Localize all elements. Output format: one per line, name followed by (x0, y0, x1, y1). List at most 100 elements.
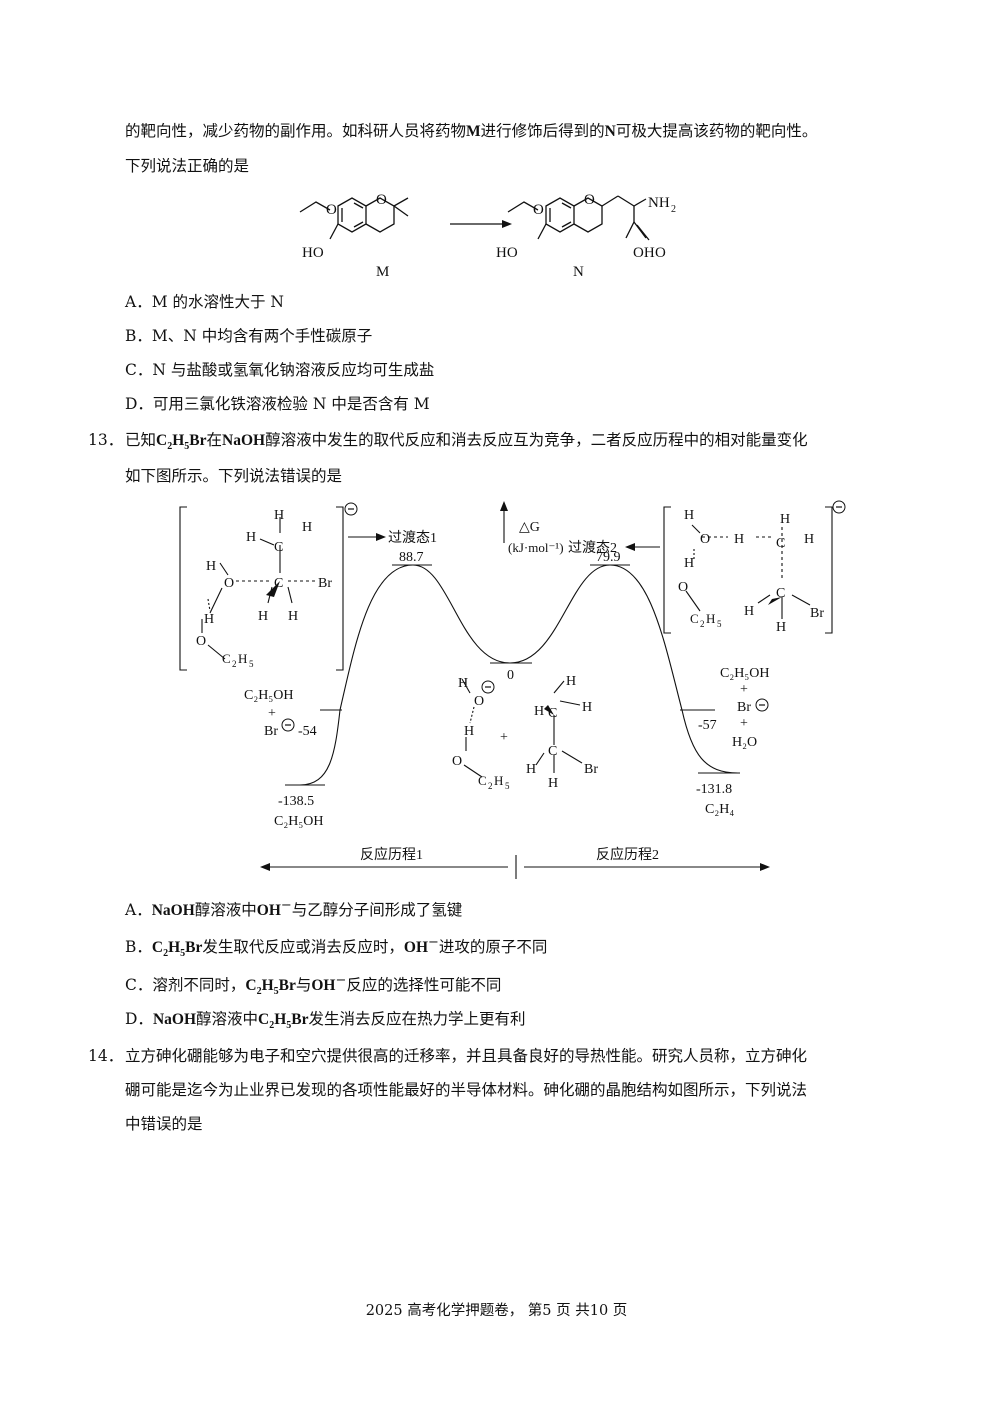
svg-text:H: H (302, 520, 312, 535)
svg-text:C: C (478, 773, 487, 788)
svg-text:C: C (776, 536, 785, 551)
svg-text:H: H (204, 612, 214, 627)
svg-text:5: 5 (717, 619, 722, 629)
svg-text:O: O (224, 576, 234, 591)
svg-text:5: 5 (505, 781, 510, 791)
svg-text:5: 5 (249, 659, 254, 669)
svg-text:H: H (566, 674, 576, 689)
svg-text:H: H (780, 512, 790, 527)
svg-text:C₂H₅OH: C₂H₅OH (244, 688, 293, 703)
svg-text:H: H (534, 704, 544, 719)
svg-text:O: O (700, 532, 710, 547)
svg-text:+: + (500, 730, 508, 745)
svg-text:Br: Br (264, 724, 278, 739)
svg-text:O: O (452, 754, 462, 769)
svg-text:C: C (690, 611, 699, 626)
ts1-value: 88.7 (399, 550, 424, 565)
right-mid-value: -57 (698, 718, 717, 733)
svg-text:H: H (804, 532, 814, 547)
svg-text:O: O (655, 245, 666, 261)
q13-option-c: C．溶剂不同时，C2H5Br与OH−反应的选择性可能不同 (125, 973, 502, 998)
right-product: C₂H₄ (705, 802, 734, 817)
left-low-value: -138.5 (278, 794, 314, 809)
path1-label: 反应历程1 (360, 846, 423, 863)
q14-number: 14． (88, 1047, 124, 1065)
svg-text:H: H (582, 700, 592, 715)
left-mid-value: -54 (298, 724, 317, 739)
energy-profile-diagram: 过渡态1 88.7 过渡态2 79.9 △G (kJ·mol⁻¹) 0 -54 … (179, 500, 846, 879)
svg-text:C: C (548, 706, 557, 721)
zero-label: 0 (507, 668, 514, 683)
svg-text:+: + (268, 706, 276, 721)
svg-text:Br: Br (737, 700, 751, 715)
svg-text:+: + (740, 682, 748, 697)
svg-text:C: C (274, 540, 283, 555)
svg-text:H: H (464, 724, 474, 739)
svg-text:H: H (684, 556, 694, 571)
svg-text:H: H (494, 773, 503, 788)
svg-text:C: C (222, 651, 231, 666)
svg-text:H: H (734, 532, 744, 547)
dg-label: △G (519, 520, 540, 535)
svg-text:H: H (458, 676, 468, 691)
svg-text:Br: Br (584, 762, 598, 777)
svg-text:H: H (258, 609, 268, 624)
q12-intro-line1: 的靶向性，减少药物的副作用。如科研人员将药物M进行修饰后得到的N可极大提高该药物… (125, 122, 818, 140)
svg-text:H: H (238, 651, 247, 666)
svg-text:H: H (274, 508, 284, 523)
svg-text:O: O (533, 202, 544, 218)
svg-text:H: H (776, 620, 786, 635)
q13-number: 13． (88, 431, 124, 449)
unit-label: (kJ·mol⁻¹) (508, 540, 564, 555)
svg-text:H: H (206, 559, 216, 574)
svg-text:NH: NH (648, 195, 670, 211)
q12-option-a: A．M 的水溶性大于 N (125, 293, 284, 311)
svg-text:O: O (326, 202, 337, 218)
label-N: N (573, 264, 584, 280)
svg-text:2: 2 (232, 659, 237, 669)
svg-text:H: H (548, 776, 558, 791)
svg-text:C: C (548, 744, 557, 759)
q12-intro-line2: 下列说法正确的是 (125, 157, 250, 175)
svg-text:+: + (740, 716, 748, 731)
q12-option-b: B．M、N 中均含有两个手性碳原子 (125, 327, 373, 345)
svg-text:O: O (584, 192, 595, 208)
q14-line3: 中错误的是 (125, 1115, 203, 1133)
left-product: C₂H₅OH (274, 814, 323, 829)
c2h5br-formula: C2H5Br (156, 432, 207, 453)
ts2-value: 79.9 (596, 550, 621, 565)
svg-text:Br: Br (810, 606, 824, 621)
q13-option-a: A．NaOH醇溶液中OH−与乙醇分子间形成了氢键 (125, 898, 463, 920)
q12-option-d: D．可用三氯化铁溶液检验 N 中是否含有 M (125, 395, 430, 413)
svg-text:C: C (776, 586, 785, 601)
ts1-label: 过渡态1 (388, 530, 437, 546)
svg-text:2: 2 (488, 781, 493, 791)
svg-text:O: O (678, 580, 688, 595)
q13-line1: 已知C2H5Br在NaOH醇溶液中发生的取代反应和消去反应互为竞争，二者反应历程… (125, 431, 808, 453)
q14-line2: 硼可能是迄今为止业界已发现的各项性能最好的半导体材料。砷化硼的晶胞结构如图所示，… (125, 1081, 808, 1099)
label-M: M (376, 264, 389, 280)
svg-text:H: H (526, 762, 536, 777)
q12-structure-diagram: O HO O M O HO O N NH 2 OH O (299, 192, 676, 280)
svg-text:O: O (474, 694, 484, 709)
svg-text:H: H (288, 609, 298, 624)
svg-text:O: O (376, 192, 387, 208)
page-footer: 2025 高考化学押题卷， 第5 页 共10 页 (365, 1303, 628, 1319)
svg-text:H: H (744, 604, 754, 619)
svg-text:Br: Br (318, 576, 332, 591)
q13-option-b: B．C2H5Br发生取代反应或消去反应时，OH−进攻的原子不同 (125, 935, 548, 960)
svg-text:HO: HO (496, 245, 518, 261)
q12-option-c: C．N 与盐酸或氢氧化钠溶液反应均可生成盐 (125, 361, 435, 379)
right-low-value: -131.8 (696, 782, 732, 797)
svg-text:H: H (246, 530, 256, 545)
q14-line1: 立方砷化硼能够为电子和空穴提供很高的迁移率，并且具备良好的导热性能。研究人员称，… (125, 1047, 808, 1065)
q13-option-d: D．NaOH醇溶液中C2H5Br发生消去反应在热力学上更有利 (125, 1010, 526, 1032)
svg-text:O: O (196, 634, 206, 649)
svg-text:HO: HO (302, 245, 324, 261)
svg-text:OH: OH (633, 245, 655, 261)
svg-text:C: C (274, 576, 283, 591)
svg-text:2: 2 (700, 619, 705, 629)
svg-text:2: 2 (671, 204, 676, 215)
ts2-label: 过渡态2 (568, 540, 617, 556)
svg-text:H: H (706, 611, 715, 626)
